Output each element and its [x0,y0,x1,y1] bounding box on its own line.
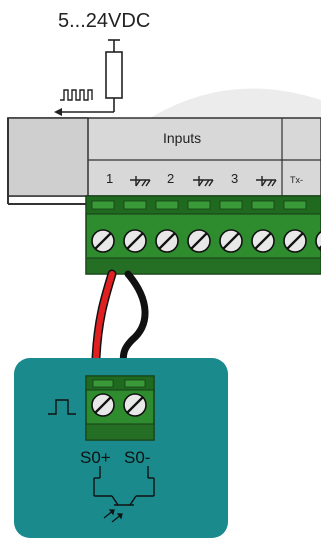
sensor-screw-row [91,393,147,417]
terminal-number-1: 1 [106,171,113,186]
screw-icon [155,229,179,253]
black-wire [119,270,149,372]
s0-plus-label: S0+ [80,448,111,467]
pulse-train-icon [60,89,93,101]
screw-icon [187,229,211,253]
chassis-ground-icon-2 [193,176,214,187]
screw-icon [123,393,147,417]
terminal-number-3: 3 [231,171,238,186]
screw-icon [283,229,307,253]
red-wire [91,269,117,363]
chassis-ground-icon-1 [130,176,151,187]
screw-icon [91,393,115,417]
inputs-header: Inputs [163,130,201,146]
module-screw-row [91,229,321,253]
screw-icon [219,229,243,253]
screw-icon [315,230,321,252]
chassis-ground-icon-3 [256,176,277,187]
screw-icon [123,229,147,253]
terminal-number-2: 2 [167,171,174,186]
signal-arrow-icon [54,108,62,116]
s0-minus-label: S0- [124,448,150,467]
screw-icon [91,229,115,253]
ground-symbols [130,176,277,187]
terminal-labels: 1 2 3 Tx- [106,171,303,186]
supply-voltage-label: 5...24VDC [58,10,150,32]
phototransistor-icon [93,466,155,506]
input-module [7,117,321,205]
screw-icon [251,229,275,253]
light-arrows-icon [103,509,123,523]
pull-up-resistor [60,39,123,113]
single-pulse-icon [48,399,76,415]
tx-label: Tx- [290,175,303,185]
